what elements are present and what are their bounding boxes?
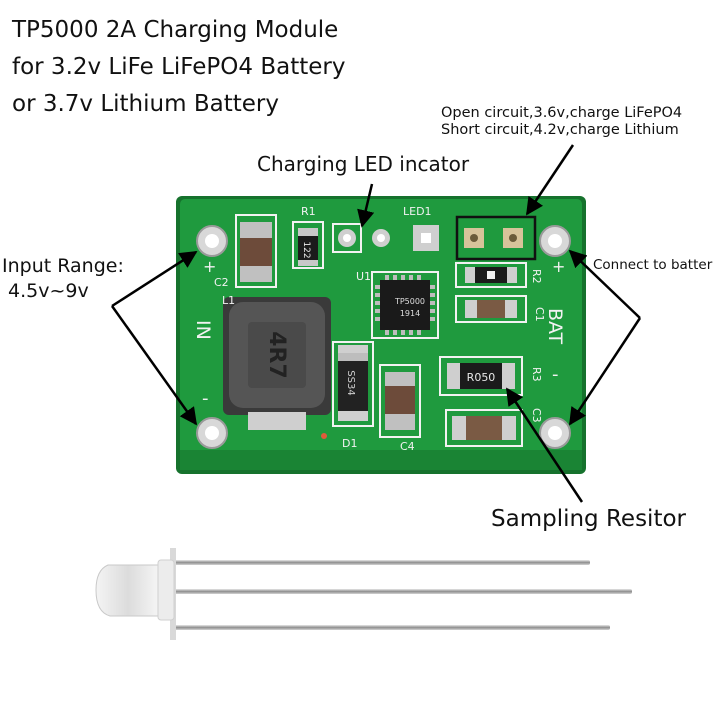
power-led-dot (321, 433, 327, 439)
voltage-select-jumper (455, 215, 537, 261)
pcb-board: 122 T (176, 196, 586, 474)
silk-c3: C3 (530, 408, 543, 423)
silk-r3: R3 (530, 367, 543, 382)
input-range-label: Input Range: (2, 255, 124, 277)
resistor-122-text: 122 (301, 241, 311, 258)
capacitor-c3 (445, 409, 523, 447)
inductor-text: 4R7 (264, 331, 289, 379)
led-header-pads (332, 223, 439, 253)
silk-l1: L1 (222, 294, 235, 307)
terminal-hole-bat-minus (539, 417, 571, 449)
arrow-charging-led (357, 183, 375, 228)
title-line-2: for 3.2v LiFe LiFePO4 Battery (12, 54, 346, 80)
silk-minus-right: - (552, 364, 559, 385)
silk-c4: C4 (400, 440, 415, 453)
arrow-input-plus (111, 250, 198, 308)
silkscreen-labels: R1 LED1 U1 C2 L1 D1 C4 C1 R2 R3 C3 BAT I… (192, 205, 566, 453)
silk-r2: R2 (530, 269, 543, 284)
silk-plus-left: + (203, 257, 216, 276)
silk-r1: R1 (301, 205, 316, 218)
connect-battery-callout: Connect to batter (593, 257, 713, 273)
charging-led-callout: Charging LED incator (257, 152, 470, 176)
product-title: TP5000 2A Charging Module for 3.2v LiFe … (12, 12, 345, 123)
silk-u1: U1 (356, 270, 371, 283)
title-line-1: TP5000 2A Charging Module (12, 17, 339, 43)
input-range-callout: Input Range: 4.5v~9v (2, 254, 124, 304)
terminal-hole-bat-plus (539, 225, 571, 257)
tp5000-chip: TP5000 1914 (371, 271, 439, 339)
terminal-hole-in-minus (196, 417, 228, 449)
sampling-resistor-r3: R050 (439, 356, 523, 396)
silk-c2: C2 (214, 276, 229, 289)
silk-bat: BAT (544, 308, 566, 345)
open-circuit-text: Open circuit,3.6v,charge LiFePO4 (441, 105, 683, 121)
led-component (95, 548, 632, 640)
title-line-3: or 3.7v Lithium Battery (12, 91, 279, 117)
capacitor-c4 (379, 364, 421, 438)
terminal-hole-in-plus (196, 225, 228, 257)
diode-text: SS34 (345, 370, 356, 395)
sense-resistor-text: R050 (467, 371, 496, 384)
capacitor-c1 (455, 295, 527, 323)
ic-label-text: TP5000 (394, 297, 425, 306)
input-range-value: 4.5v~9v (8, 280, 89, 302)
arrow-input-minus (110, 305, 198, 426)
silk-plus-right: + (552, 257, 565, 276)
jumper-callout: Open circuit,3.6v,charge LiFePO4 Short c… (441, 105, 682, 139)
arrow-sampling-resistor (505, 387, 584, 503)
sampling-resistor-callout: Sampling Resitor (491, 506, 686, 532)
diode-d1: SS34 (332, 341, 374, 427)
annotation-arrows (110, 144, 642, 503)
arrow-battery-plus (568, 249, 641, 319)
resistor-r1: 122 (292, 221, 324, 269)
ic-code-text: 1914 (400, 309, 420, 318)
arrow-jumper (525, 144, 575, 216)
silk-c1: C1 (533, 307, 546, 322)
resistor-r2 (455, 262, 527, 288)
silk-minus-left: - (202, 388, 209, 409)
silk-in: IN (192, 320, 214, 340)
arrow-battery-minus (568, 317, 642, 426)
silk-led1: LED1 (403, 205, 432, 218)
silk-d1: D1 (342, 437, 357, 450)
capacitor-c2 (235, 214, 277, 288)
short-circuit-text: Short circuit,4.2v,charge Lithium (441, 122, 679, 138)
inductor-l1: 4R7 (223, 297, 331, 430)
